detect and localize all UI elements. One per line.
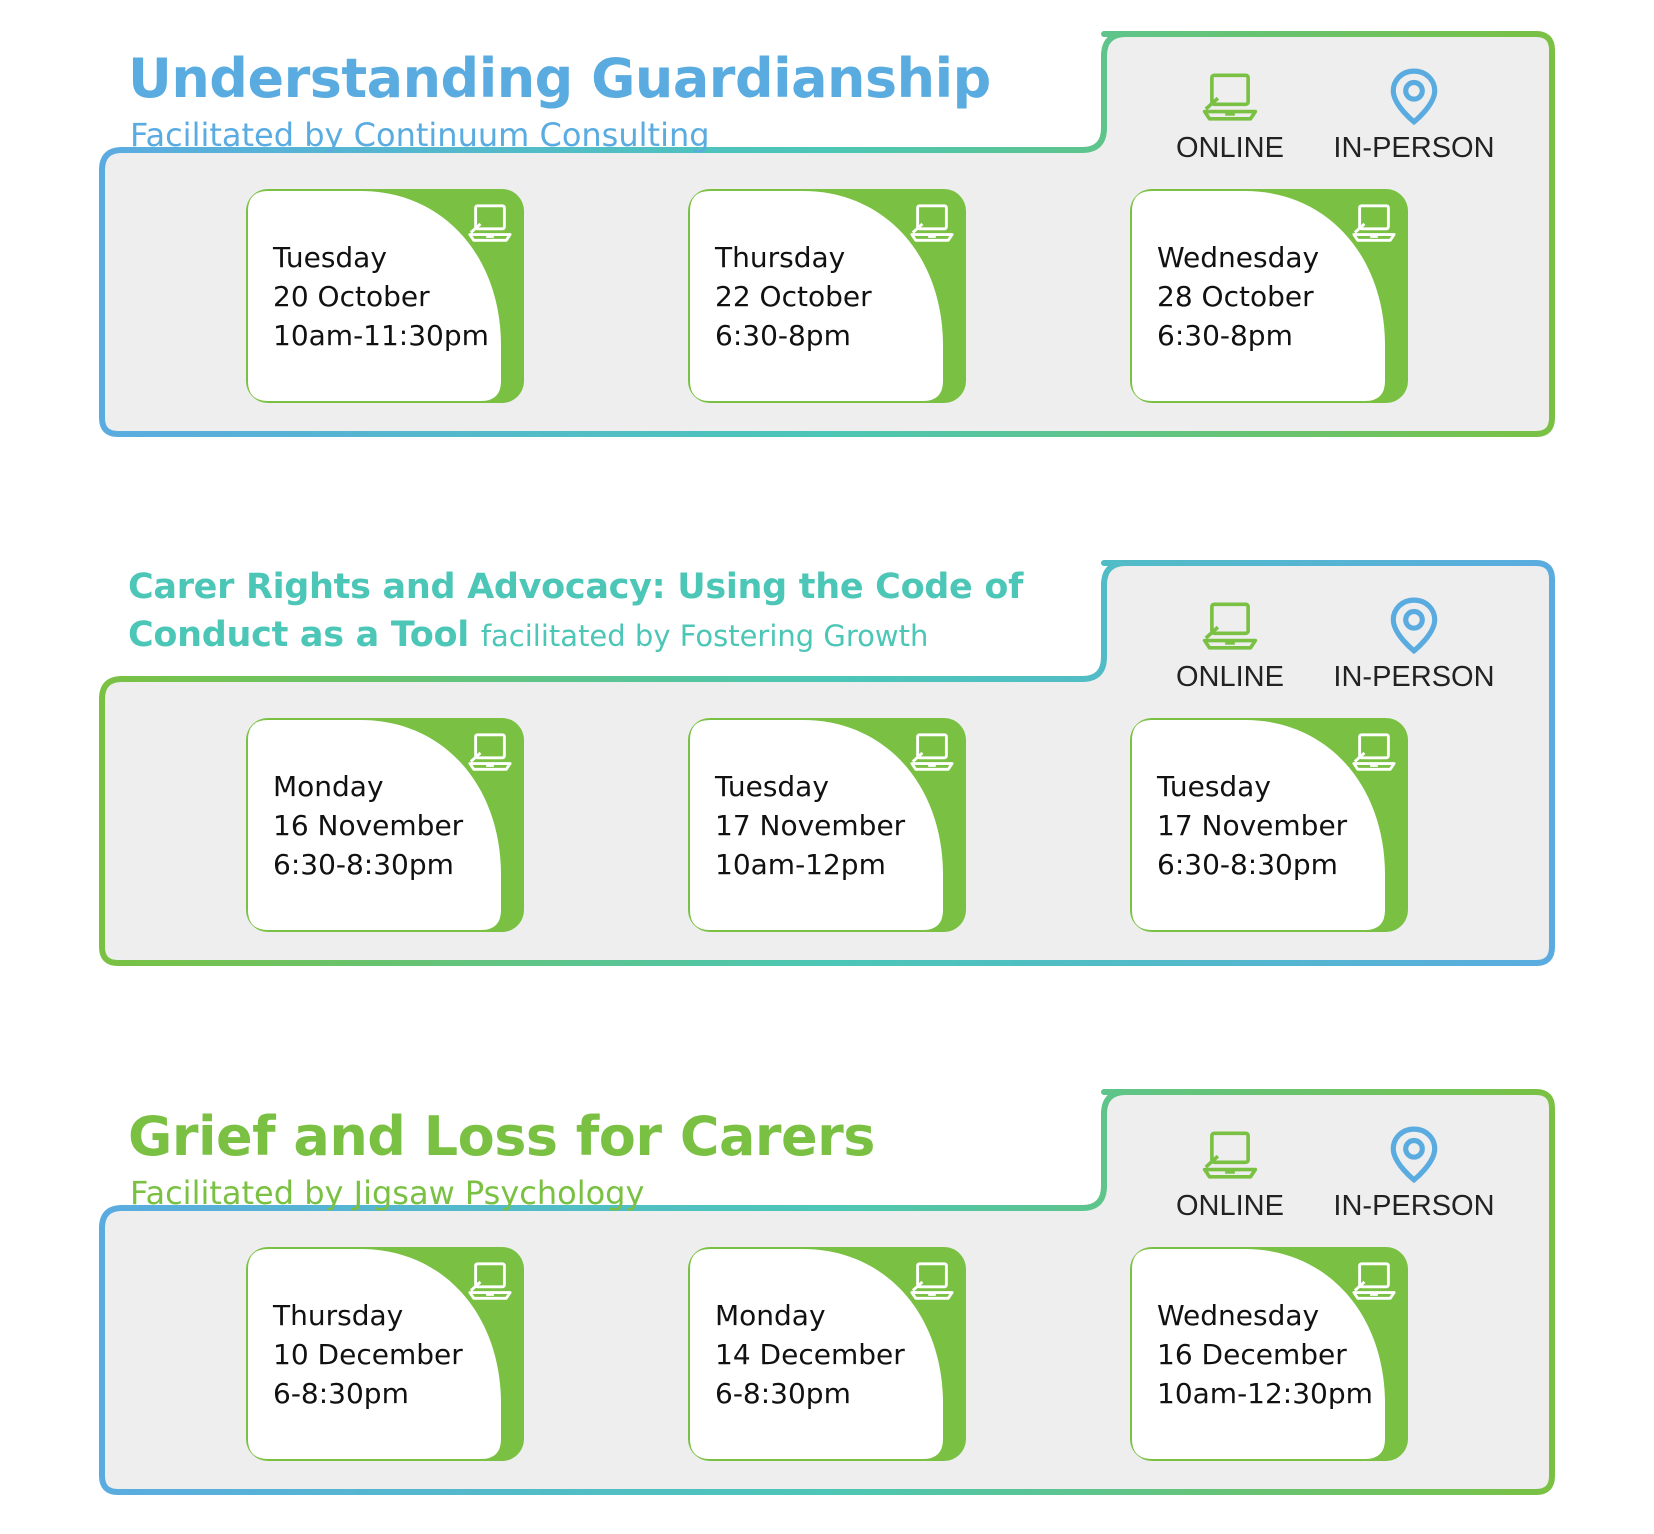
- session-card: Tuesday 17 November 10am-12pm: [685, 715, 969, 935]
- session-time: 6-8:30pm: [715, 1377, 851, 1410]
- session-card: Tuesday 20 October 10am-11:30pm: [243, 186, 527, 406]
- laptop-icon: [467, 1258, 513, 1304]
- session-time: 6:30-8pm: [1157, 319, 1293, 352]
- session-day: Monday: [273, 770, 384, 803]
- workshop-section-3: Grief and Loss for Carers Facilitated by…: [0, 1082, 1654, 1522]
- session-date: 16 November: [273, 809, 464, 842]
- laptop-icon: [1351, 200, 1397, 246]
- session-date: 20 October: [273, 280, 430, 313]
- session-day: Thursday: [273, 1299, 404, 1332]
- session-card: Thursday 22 October 6:30-8pm: [685, 186, 969, 406]
- workshop-section-2: Carer Rights and Advocacy: Using the Cod…: [0, 553, 1654, 993]
- laptop-icon: [1201, 68, 1259, 126]
- location-pin-icon: [1389, 1126, 1439, 1184]
- laptop-icon: [909, 200, 955, 246]
- session-day: Thursday: [715, 241, 846, 274]
- session-day: Wednesday: [1157, 241, 1320, 274]
- location-pin-icon: [1389, 68, 1439, 126]
- session-day: Tuesday: [715, 770, 829, 803]
- session-date: 17 November: [1157, 809, 1348, 842]
- section-subtitle: Facilitated by Continuum Consulting: [130, 116, 710, 154]
- session-card: Monday 14 December 6-8:30pm: [685, 1244, 969, 1464]
- session-date: 22 October: [715, 280, 872, 313]
- section-subtitle: facilitated by Fostering Growth: [480, 619, 929, 653]
- laptop-icon: [1201, 597, 1259, 655]
- session-time: 6-8:30pm: [273, 1377, 409, 1410]
- online-mode: ONLINE: [1145, 1126, 1315, 1223]
- session-time: 10am-12:30pm: [1157, 1377, 1373, 1410]
- session-day: Tuesday: [273, 241, 387, 274]
- online-mode: ONLINE: [1145, 68, 1315, 165]
- workshop-section-1: Understanding Guardianship Facilitated b…: [0, 24, 1654, 464]
- session-card: Tuesday 17 November 6:30-8:30pm: [1127, 715, 1411, 935]
- section-subtitle: Facilitated by Jigsaw Psychology: [130, 1174, 645, 1212]
- session-time: 6:30-8:30pm: [273, 848, 454, 881]
- laptop-icon: [909, 1258, 955, 1304]
- in-person-mode: IN-PERSON: [1329, 68, 1499, 165]
- online-mode: ONLINE: [1145, 597, 1315, 694]
- session-card: Wednesday 28 October 6:30-8pm: [1127, 186, 1411, 406]
- online-label: ONLINE: [1176, 1190, 1284, 1222]
- session-time: 10am-12pm: [715, 848, 886, 881]
- online-label: ONLINE: [1176, 661, 1284, 693]
- session-day: Tuesday: [1157, 770, 1271, 803]
- section-title: Carer Rights and Advocacy: Using the Cod…: [128, 567, 1024, 655]
- session-card: Thursday 10 December 6-8:30pm: [243, 1244, 527, 1464]
- in-person-label: IN-PERSON: [1333, 661, 1495, 693]
- section-title: Grief and Loss for Carers: [128, 1105, 875, 1168]
- session-date: 14 December: [715, 1338, 905, 1371]
- online-label: ONLINE: [1176, 132, 1284, 164]
- in-person-label: IN-PERSON: [1333, 132, 1495, 164]
- laptop-icon: [909, 729, 955, 775]
- session-time: 6:30-8:30pm: [1157, 848, 1338, 881]
- in-person-mode: IN-PERSON: [1329, 597, 1499, 694]
- laptop-icon: [467, 729, 513, 775]
- in-person-label: IN-PERSON: [1333, 1190, 1495, 1222]
- session-card: Monday 16 November 6:30-8:30pm: [243, 715, 527, 935]
- session-day: Wednesday: [1157, 1299, 1320, 1332]
- session-card: Wednesday 16 December 10am-12:30pm: [1127, 1244, 1411, 1464]
- session-date: 17 November: [715, 809, 906, 842]
- session-time: 6:30-8pm: [715, 319, 851, 352]
- session-date: 10 December: [273, 1338, 463, 1371]
- session-date: 28 October: [1157, 280, 1314, 313]
- session-time: 10am-11:30pm: [273, 319, 489, 352]
- session-date: 16 December: [1157, 1338, 1347, 1371]
- laptop-icon: [1351, 729, 1397, 775]
- laptop-icon: [1201, 1126, 1259, 1184]
- location-pin-icon: [1389, 597, 1439, 655]
- section-title-block: Carer Rights and Advocacy: Using the Cod…: [128, 563, 1028, 660]
- session-day: Monday: [715, 1299, 826, 1332]
- section-title: Understanding Guardianship: [128, 47, 991, 110]
- in-person-mode: IN-PERSON: [1329, 1126, 1499, 1223]
